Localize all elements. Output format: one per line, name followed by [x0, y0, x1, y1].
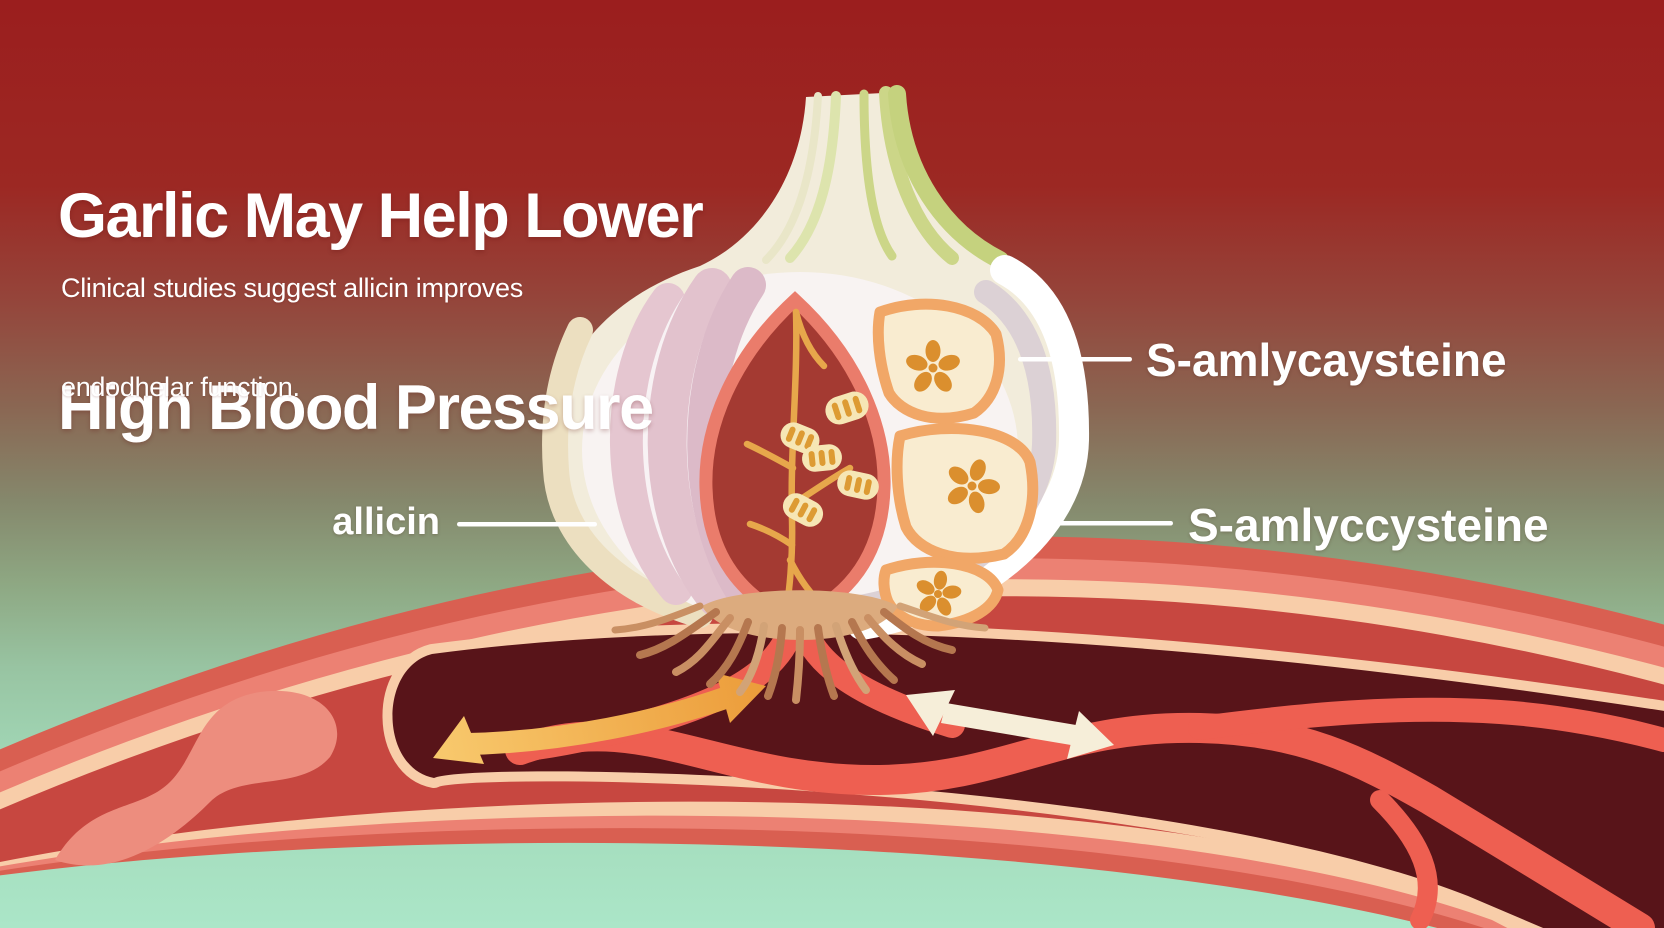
garlic-bulb — [542, 85, 1090, 704]
bulb-left-band — [542, 317, 713, 628]
label-top-right: S-amlycaysteine — [1146, 334, 1507, 386]
title-line-2: High Blood Pressure — [58, 373, 654, 443]
label-allicin: allicin — [332, 501, 440, 543]
page-title: Garlic May Help Lower High Blood Pressur… — [58, 56, 704, 504]
title-line-1: Garlic May Help Lower — [58, 181, 704, 251]
subtitle-line-2: endodhelar function. — [61, 372, 300, 402]
artery — [0, 536, 1664, 928]
roots — [611, 602, 989, 704]
label-bottom-right: S-amlyccysteine — [1188, 499, 1549, 551]
top-right-leader-line — [1018, 357, 1132, 362]
allicin-leader-line — [457, 522, 597, 527]
blood-flow-arrow-orange — [433, 673, 766, 764]
bottom-right-leader-line — [1057, 521, 1173, 526]
blood-flow-arrow-cream — [906, 690, 1114, 759]
subtitle-line-1: Clinical studies suggest allicin improve… — [61, 273, 523, 303]
basal-plate — [702, 590, 898, 640]
label-lines — [457, 357, 1173, 527]
clove-seed-flowers — [906, 340, 1000, 616]
page-subtitle: Clinical studies suggest allicin improve… — [61, 206, 523, 437]
plaque-blob — [55, 690, 338, 866]
stem-stripes — [762, 85, 1009, 269]
allicin-seed-pills — [780, 391, 879, 527]
